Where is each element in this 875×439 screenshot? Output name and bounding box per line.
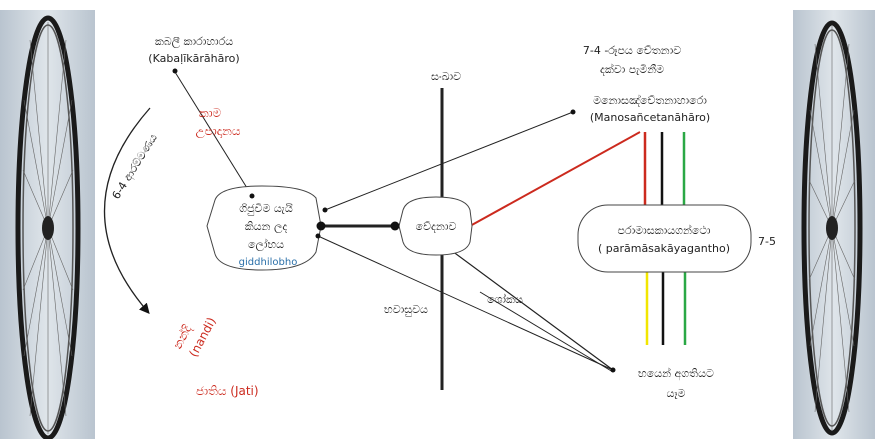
giddhi-to-mano-line (324, 111, 574, 211)
mano-to-vedana-red-line (469, 131, 641, 227)
soka-label: ශෝකය (487, 292, 523, 306)
paramasa-node (577, 204, 752, 273)
giddhi-node (206, 185, 322, 271)
kabali-pali-label: (Kabaḷīkārāhāro) (148, 52, 239, 65)
nandi-pali-label: (nandi) (186, 315, 218, 359)
rupa-label-1: 7-4 -රූපය චේතනාව (583, 44, 681, 57)
bhavasava-label: භවාසුවය (384, 303, 428, 316)
arammana-curve-arrow (103, 107, 151, 314)
soka-to-bhaya-line (479, 291, 614, 373)
kama-label-1: කාම (199, 106, 222, 120)
kabali-label: කබලී කාරාහාරය (155, 35, 233, 49)
bicycle-wheel-right-icon (793, 10, 875, 439)
giddhi-pali-label: giddhilobho (239, 257, 298, 268)
rupa-label-2: දක්වා පැමිනීම (600, 62, 664, 76)
vedana-to-bhaya-line (447, 247, 614, 371)
jati-label: ජාතිය (Jati) (196, 384, 259, 398)
section-number-label: 7-5 (758, 235, 776, 248)
mano-pali-label: (Manosañcetanāhāro) (590, 111, 710, 124)
kabali-to-giddhi-line (174, 71, 253, 197)
bicycle-wheel-left-icon (0, 10, 95, 439)
arammana-label: 6-4 ආරම්මණය (110, 132, 161, 203)
kama-label-2: උපාදානය (196, 124, 241, 139)
giddhi-label-1: ගිජුවීම යැයි (239, 202, 293, 215)
colored-lines (469, 131, 687, 345)
giddhi-label-2: කියන ලද (245, 220, 288, 234)
giddhi-to-bhaya-line (317, 235, 614, 371)
vedana-label: වේදනාව (416, 220, 457, 233)
giddhi-label-3: ලෝභය (248, 237, 284, 252)
mano-label: මනොසඤ්චේතනාහාරො (593, 93, 707, 107)
sankhara-label: සංඛාව (431, 70, 461, 83)
bhaya-label-2: යෑම (667, 387, 686, 400)
paramasa-pali-label: ( parāmāsakāyagantho) (598, 242, 730, 255)
connection-dots (172, 68, 616, 373)
paramasa-label: පරාමාසකායගන්ථො (618, 223, 711, 237)
bhaya-label-1: භයෙන් අගතියට (638, 366, 714, 381)
vedana-node (398, 196, 473, 256)
